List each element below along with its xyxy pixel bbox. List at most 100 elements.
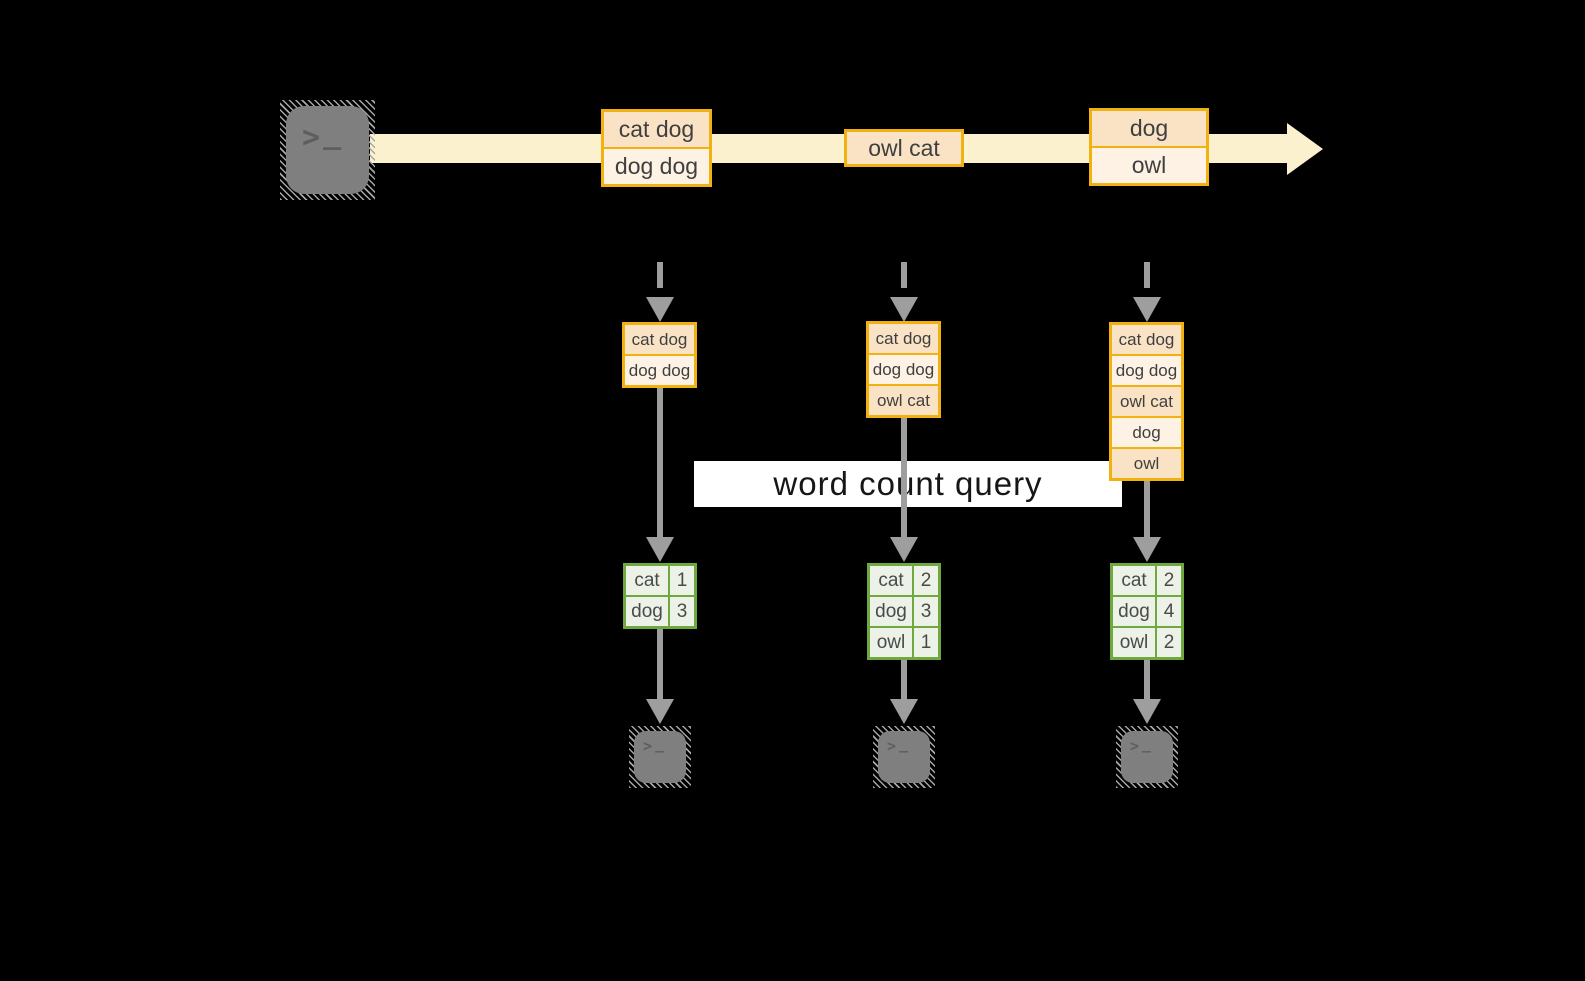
count-table-3: cat 2 dog 4 owl 2 — [1110, 563, 1184, 660]
arrow-head — [890, 537, 918, 562]
arrow-head — [890, 699, 918, 724]
buffer-label: dog — [1132, 422, 1161, 442]
dashed-arrow-head — [646, 297, 674, 322]
arrow-head — [646, 537, 674, 562]
count-cell: 3 — [914, 597, 938, 626]
stream-event-box-2: owl cat — [844, 129, 964, 167]
buffer-row: owl cat — [1112, 387, 1181, 416]
count-value: 4 — [1163, 600, 1175, 622]
prompt-underscore: _ — [655, 735, 665, 753]
buffer-label: dog dog — [872, 359, 935, 379]
word-label: cat — [878, 569, 904, 591]
buffer-row: cat dog — [1112, 325, 1181, 354]
count-cell: 2 — [914, 566, 938, 595]
event-label: dog — [1129, 115, 1169, 141]
word-label: owl — [1119, 631, 1149, 653]
prompt-underscore: _ — [899, 735, 909, 753]
prompt-underscore: _ — [1142, 735, 1152, 753]
arrow-shaft — [657, 388, 663, 538]
terminal-prompt-icon: > _ — [887, 735, 909, 755]
arrow-head — [646, 699, 674, 724]
arrow-head — [1133, 537, 1161, 562]
buffer-label: owl — [1133, 453, 1160, 473]
prompt-underscore: _ — [323, 116, 342, 151]
word-cell: dog — [870, 597, 912, 626]
count-row: owl 1 — [870, 628, 938, 657]
prompt-chevron: > — [1130, 737, 1140, 755]
sink-terminal-icon-2: > _ — [873, 726, 935, 788]
stream-event: owl cat — [847, 132, 961, 164]
event-label: owl cat — [868, 134, 940, 161]
arrow-shaft — [901, 418, 907, 538]
terminal-body: > _ — [634, 731, 686, 783]
prompt-chevron: > — [302, 120, 321, 155]
arrow-shaft — [1144, 481, 1150, 538]
dashed-arrow-head — [1133, 297, 1161, 322]
word-label: dog — [1118, 600, 1150, 622]
arrow-head — [1133, 699, 1161, 724]
dashed-arrow-head — [890, 297, 918, 322]
stream-event: dog — [1092, 111, 1206, 146]
count-table-1: cat 1 dog 3 — [623, 563, 697, 629]
count-row: cat 2 — [870, 566, 938, 595]
stream-event-box-3: dog owl — [1089, 108, 1209, 186]
count-value: 3 — [676, 600, 688, 622]
terminal-prompt-icon: > _ — [643, 735, 665, 755]
buffer-label: dog dog — [1115, 360, 1178, 380]
stream-event-box-1: cat dog dog dog — [601, 109, 712, 187]
count-row: dog 3 — [626, 597, 694, 626]
terminal-prompt-icon: > _ — [1130, 735, 1152, 755]
count-value: 1 — [676, 569, 688, 591]
count-value: 2 — [1163, 569, 1175, 591]
stream-event: owl — [1092, 148, 1206, 183]
arrow-shaft — [1144, 660, 1150, 699]
event-buffer-1: cat dog dog dog — [622, 322, 697, 388]
buffer-label: owl cat — [1120, 391, 1173, 411]
count-cell: 2 — [1157, 566, 1181, 595]
count-row: cat 2 — [1113, 566, 1181, 595]
word-label: dog — [875, 600, 907, 622]
word-cell: owl — [1113, 628, 1155, 657]
word-cell: cat — [1113, 566, 1155, 595]
word-label: cat — [634, 569, 660, 591]
count-value: 2 — [1163, 631, 1175, 653]
event-label: cat dog — [618, 116, 695, 142]
word-cell: cat — [626, 566, 668, 595]
terminal-prompt-icon: > _ — [302, 116, 341, 155]
count-row: owl 2 — [1113, 628, 1181, 657]
buffer-row: dog dog — [869, 355, 938, 384]
prompt-chevron: > — [643, 737, 653, 755]
count-cell: 4 — [1157, 597, 1181, 626]
count-value: 3 — [920, 600, 932, 622]
event-label: owl — [1131, 152, 1167, 178]
word-cell: owl — [870, 628, 912, 657]
query-label-banner: word count query — [694, 461, 1122, 507]
stream-arrowhead — [1287, 123, 1323, 175]
word-label: owl — [876, 631, 906, 653]
count-table-2: cat 2 dog 3 owl 1 — [867, 563, 941, 660]
event-buffer-3: cat dog dog dog owl cat dog owl — [1109, 322, 1184, 481]
dashed-arrow-shaft — [1144, 262, 1150, 288]
buffer-row: cat dog — [869, 324, 938, 353]
arrow-shaft — [901, 660, 907, 699]
sink-terminal-icon-1: > _ — [629, 726, 691, 788]
count-row: dog 4 — [1113, 597, 1181, 626]
count-row: cat 1 — [626, 566, 694, 595]
buffer-row: dog dog — [1112, 356, 1181, 385]
terminal-body: > _ — [878, 731, 930, 783]
terminal-body: > _ — [286, 106, 369, 194]
buffer-row: owl cat — [869, 386, 938, 415]
buffer-row: cat dog — [625, 325, 694, 354]
buffer-row: dog — [1112, 418, 1181, 447]
buffer-label: cat dog — [1118, 329, 1175, 349]
buffer-label: dog dog — [628, 360, 691, 380]
count-cell: 3 — [670, 597, 694, 626]
count-cell: 1 — [670, 566, 694, 595]
dashed-arrow-shaft — [657, 262, 663, 288]
count-cell: 1 — [914, 628, 938, 657]
word-label: dog — [631, 600, 663, 622]
count-value: 2 — [920, 569, 932, 591]
terminal-body: > _ — [1121, 731, 1173, 783]
word-cell: cat — [870, 566, 912, 595]
event-buffer-2: cat dog dog dog owl cat — [866, 321, 941, 418]
